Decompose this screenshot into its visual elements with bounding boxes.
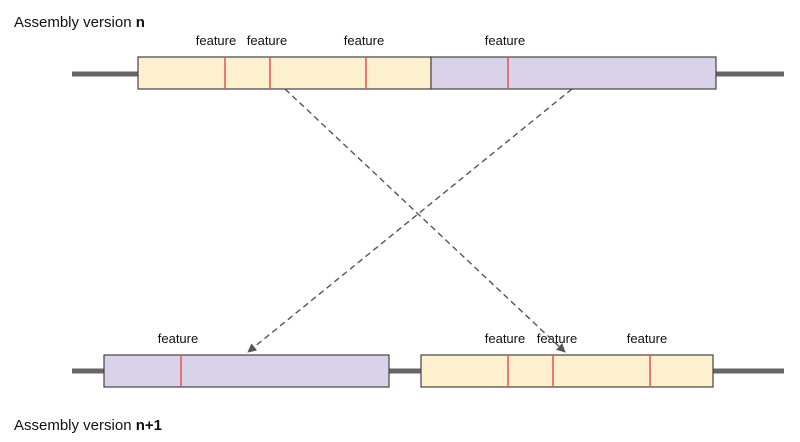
assembly-title-top: Assembly version n	[14, 14, 145, 31]
block-a-bottom	[420, 354, 714, 388]
block-b-top	[430, 56, 717, 90]
feature-label: feature	[485, 33, 525, 48]
feature-label: feature	[537, 331, 577, 346]
block-b-bottom	[103, 354, 390, 388]
feature-label: feature	[247, 33, 287, 48]
feature-label: feature	[158, 331, 198, 346]
assembly-version-n: n	[135, 14, 145, 31]
mapping-arrow-block-b	[247, 88, 573, 353]
feature-label: feature	[196, 33, 236, 48]
assembly-title-bottom: Assembly version n+1	[14, 417, 162, 434]
block-a-top	[137, 56, 432, 90]
feature-label: feature	[344, 33, 384, 48]
mapping-arrow-block-a	[284, 88, 566, 353]
feature-label: feature	[627, 331, 667, 346]
assembly-version-n-plus-1: n+1	[135, 417, 162, 434]
feature-label: feature	[485, 331, 525, 346]
assembly-title-bottom-prefix: Assembly version	[14, 417, 136, 434]
assembly-title-top-prefix: Assembly version	[14, 14, 136, 31]
